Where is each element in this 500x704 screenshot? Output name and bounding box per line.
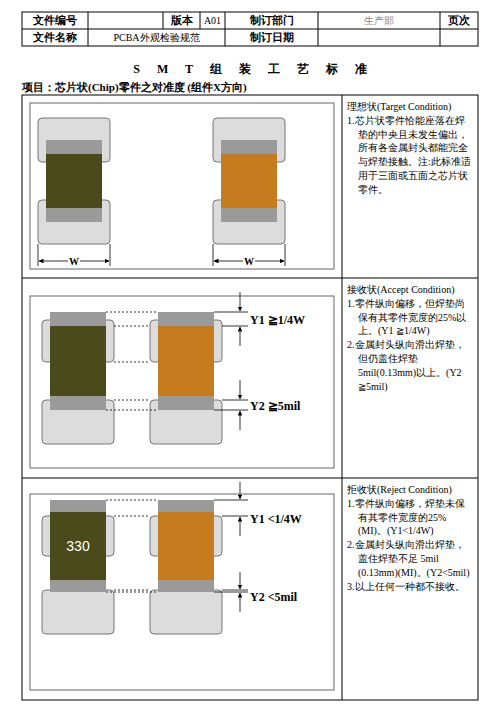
header-cell: A01 (200, 12, 225, 29)
chip-marking: 330 (66, 538, 89, 554)
item-heading: 项目：芯片状(Chip)零件之对准度 (组件X方向) (22, 79, 352, 95)
header-cell: PCBA外观检验规范 (88, 29, 225, 46)
condition-text: 2.金属封头纵向滑出焊垫，但仍盖住焊垫5mil(0.13mm)以上。(Y2 ≧5… (347, 338, 474, 393)
header-cell: 生产部 (318, 12, 440, 29)
offset-dimension (106, 292, 248, 430)
dimension-label: W (64, 255, 84, 267)
condition-heading: 拒收状(Reject Condition) (347, 483, 474, 497)
condition-heading: 理想状(Target Condition) (347, 100, 474, 114)
condition-cell: 接收状(Accept Condition)1.零件纵向偏移，但焊垫尚保有其零件宽… (344, 280, 476, 476)
header-cell: 文件编号 (22, 12, 88, 29)
offset-label-text: Y2 <5mil (250, 590, 297, 605)
dimension-label-text: W (243, 256, 255, 267)
main-table (22, 95, 478, 700)
header-cell-text: A01 (204, 15, 221, 26)
reject-dimension (106, 482, 248, 612)
header-cell: 制订部门 (225, 12, 318, 29)
chip-target (38, 118, 285, 244)
header-cell-text: 制订日期 (250, 30, 294, 45)
offset-label: Y2 ≧5mil (250, 398, 334, 414)
offset-label-text: Y1 ≧1/4W (250, 313, 305, 328)
header-table (22, 12, 478, 46)
condition-text: 1.芯片状零件恰能座落在焊垫的中央且未发生偏出，所有各金属封头都能完全与焊垫接触… (347, 114, 474, 197)
page-title: S M T 组 装 工 艺 标 准 (22, 61, 478, 77)
width-dimension (38, 244, 285, 266)
dimension-label-text: W (68, 256, 80, 267)
condition-text: 1.零件纵向偏移，但焊垫尚保有其零件宽度的25%以上。(Y1 ≧1/4W) (347, 297, 474, 338)
offset-label: Y2 <5mil (250, 589, 334, 605)
header-cell-text: 版本 (171, 13, 193, 28)
header-cell: 制订日期 (225, 29, 318, 46)
condition-text: 3.以上任何一种都不接收。 (347, 580, 474, 594)
condition-heading: 接收状(Accept Condition) (347, 283, 474, 297)
offset-label: Y1 <1/4W (250, 511, 334, 527)
page-title-text: S M T 组 装 工 艺 标 准 (133, 61, 367, 78)
item-heading-text: 项目：芯片状(Chip)零件之对准度 (组件X方向) (22, 80, 247, 95)
header-cell-text: 页次 (448, 13, 470, 28)
condition-cell: 理想状(Target Condition)1.芯片状零件恰能座落在焊垫的中央且未… (344, 97, 476, 276)
header-cell-text: 生产部 (364, 14, 394, 28)
header-cell: 版本 (163, 12, 200, 29)
condition-cell: 拒收状(Reject Condition)1.零件纵向偏移，焊垫未保有其零件宽度… (344, 480, 476, 698)
chip-reject (42, 500, 222, 634)
header-cell: 页次 (440, 12, 478, 29)
dimension-label: W (239, 255, 259, 267)
header-cell-text: 文件编号 (33, 13, 77, 28)
condition-text: 1.零件纵向偏移，焊垫未保有其零件宽度的25% (MI)。(Y1<1/4W) (347, 497, 474, 538)
offset-label-text: Y1 <1/4W (250, 512, 302, 527)
chip-accept (42, 312, 222, 444)
offset-label: Y1 ≧1/4W (250, 312, 334, 328)
condition-text: 2.金属封头纵向滑出焊垫，盖住焊垫不足 5mil (0.13mm)(MI)。(Y… (347, 538, 474, 579)
header-cell: 文件名称 (22, 29, 88, 46)
header-cell-text: 制订部门 (250, 13, 294, 28)
chip-body: 330 (50, 512, 106, 580)
header-cell-text: PCBA外观检验规范 (113, 31, 199, 45)
offset-label-text: Y2 ≧5mil (250, 399, 300, 414)
header-cell-text: 文件名称 (33, 30, 77, 45)
